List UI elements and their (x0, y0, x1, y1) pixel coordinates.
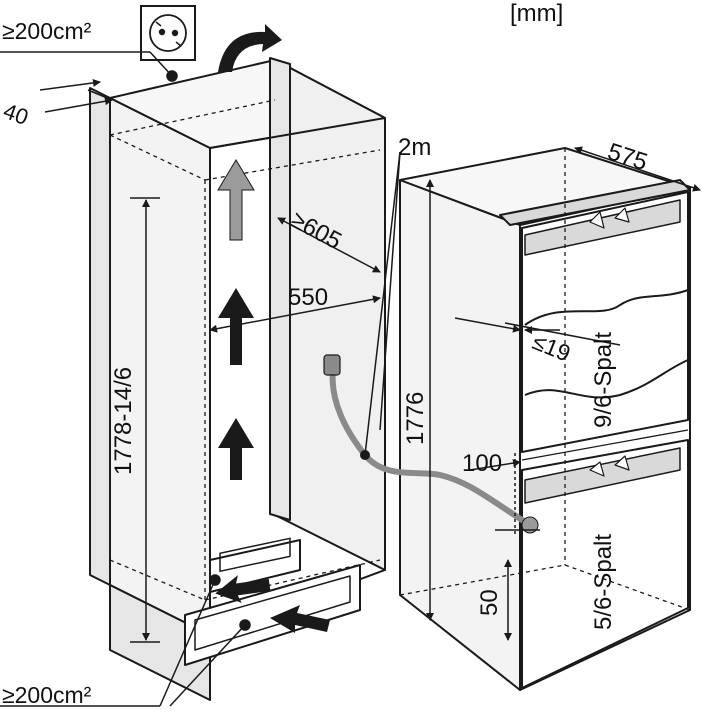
airflow-arrow-icon (218, 418, 254, 480)
vent-top-label: ≥200cm² (2, 18, 92, 44)
dim-niche-height-label: 1778-14/6 (110, 366, 137, 475)
power-plug-icon (323, 354, 341, 376)
unit-label: [mm] (510, 0, 564, 27)
airflow-arrow-icon (217, 159, 255, 241)
upper-door (521, 191, 689, 453)
cable (329, 369, 532, 528)
power-socket-icon (140, 5, 196, 61)
dim-100-label: 100 (462, 450, 503, 477)
airflow-arrow-icon (215, 575, 271, 603)
dim-1776-label: 1776 (402, 391, 429, 445)
plinth-vent-grille-inner (194, 575, 351, 651)
dimension-lines (0, 51, 701, 707)
power-cable (323, 354, 539, 534)
gap-lower-label: 5/6-Spalt (590, 533, 617, 630)
curved-arrow-icon (218, 24, 282, 72)
door-cutaway-2 (524, 359, 689, 399)
cabinet-right-edge (269, 57, 291, 521)
vent-bottom-label: ≥200cm² (2, 682, 92, 708)
gap-upper-label: 9/6-Spalt (590, 331, 617, 428)
dim-50-label: 50 (476, 589, 503, 616)
airflow-arrow-icon (218, 288, 254, 365)
airflow-arrow-icon (270, 605, 330, 633)
refrigerator-appliance (399, 147, 691, 691)
lower-door (521, 439, 689, 689)
door-cutaway (524, 289, 689, 326)
cabinet-left-side (89, 87, 111, 586)
dim-2m-label: 2m (398, 134, 432, 161)
plinth-inner (219, 537, 291, 573)
dim-550-label: 550 (288, 284, 329, 311)
